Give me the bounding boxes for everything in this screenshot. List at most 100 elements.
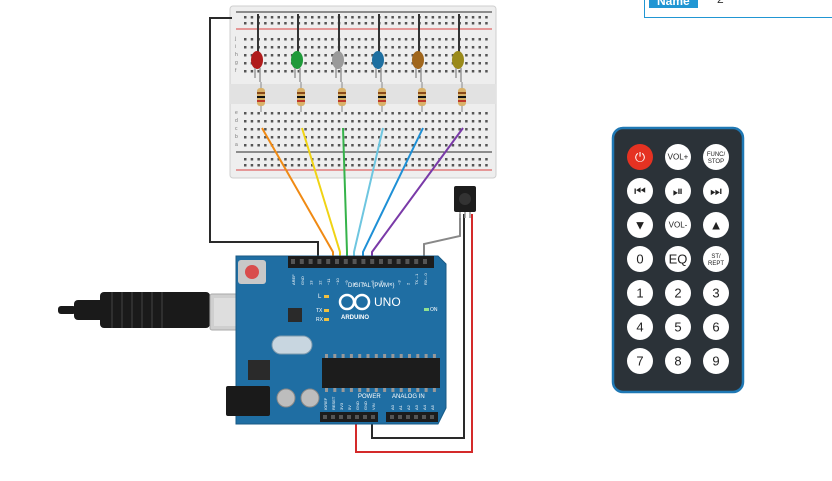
- ir-receiver[interactable]: [454, 186, 476, 218]
- row-letter: g: [235, 60, 238, 66]
- remote-button-3[interactable]: 3: [703, 280, 729, 306]
- led-2[interactable]: [291, 14, 303, 82]
- resistor-2[interactable]: [297, 82, 305, 112]
- digital-pin-label: ~3: [397, 280, 402, 285]
- remote-button-4[interactable]: 4: [627, 314, 653, 340]
- remote-button-vol-down[interactable]: VOL-: [665, 212, 691, 238]
- remote-button-7[interactable]: 7: [627, 348, 653, 374]
- remote-button-prev[interactable]: ⏮: [627, 178, 653, 204]
- remote-button-play-pause[interactable]: ⏯: [665, 178, 691, 204]
- resistor-1[interactable]: [257, 82, 265, 112]
- digital-pin-label: 12: [317, 280, 322, 285]
- resistor-5[interactable]: [418, 82, 426, 112]
- remote-button-label: 4: [636, 320, 643, 335]
- remote-button-vol-up[interactable]: VOL+: [665, 144, 691, 170]
- remote-button-2[interactable]: 2: [665, 280, 691, 306]
- remote-button-label: 5: [674, 320, 681, 335]
- analog-pin-label: A1: [398, 404, 403, 410]
- led-6[interactable]: [452, 14, 464, 82]
- led-rx-label: RX: [316, 317, 324, 323]
- remote-button-eq[interactable]: EQ: [665, 246, 691, 272]
- analog-pin-label: A2: [406, 404, 411, 410]
- remote-button-label: 3: [712, 286, 719, 301]
- remote-button-up[interactable]: ▲: [703, 212, 729, 238]
- analog-label: ANALOG IN: [392, 394, 425, 400]
- remote-button-5[interactable]: 5: [665, 314, 691, 340]
- remote-button-label: 7: [636, 354, 643, 369]
- row-letter: a: [235, 142, 238, 148]
- remote-button-label: EQ: [669, 252, 688, 267]
- usb-cable: [58, 292, 265, 331]
- arduino-brand: ARDUINO: [341, 315, 369, 321]
- analog-pin-label: A4: [422, 404, 427, 410]
- ir-remote[interactable]: ⏻ VOL+ FUNC/STOP ⏮ ⏯ ⏭ ▼ VOL- ▲ 0 EQ ST/REPT 1 2 3 4 5 6 7…: [611, 126, 745, 394]
- digital-pin-label: 13: [309, 280, 314, 285]
- led-3[interactable]: [332, 14, 344, 82]
- digital-header-label: DIGITAL (PWM~): [348, 283, 395, 289]
- name-label: Name: [649, 0, 698, 8]
- digital-pin-label: ~5: [379, 280, 384, 285]
- board-name: UNO: [374, 295, 401, 309]
- remote-button-8[interactable]: 8: [665, 348, 691, 374]
- remote-button-st-rept[interactable]: ST/REPT: [703, 246, 729, 272]
- power-pin-label: 3V3: [339, 402, 344, 410]
- power-pin-label: GND: [363, 401, 368, 410]
- ir-gnd-wire[interactable]: [371, 214, 465, 439]
- name-value[interactable]: 2: [717, 0, 724, 6]
- led-5[interactable]: [412, 14, 424, 82]
- digital-pin-label: ~10: [335, 277, 340, 285]
- power-pin-label: IOREF: [323, 397, 328, 410]
- digital-pin-label: ~6: [370, 280, 375, 285]
- led-4[interactable]: [372, 14, 384, 82]
- analog-pin-label: A5: [430, 404, 435, 410]
- led-1[interactable]: [251, 14, 263, 82]
- resistor-4[interactable]: [378, 82, 386, 112]
- digital-pin-label: GND: [300, 276, 305, 285]
- analog-header: [386, 412, 438, 422]
- remote-button-label: ⏭: [710, 184, 722, 199]
- digital-pin-label: 4: [388, 282, 393, 285]
- row-letter: b: [235, 134, 238, 140]
- row-letter: j: [234, 36, 236, 42]
- power-pin-label: GND: [355, 401, 360, 410]
- remote-button-next[interactable]: ⏭: [703, 178, 729, 204]
- analog-pin-label: A3: [414, 404, 419, 410]
- digital-pin-holes: [291, 259, 427, 264]
- row-letter: f: [235, 68, 237, 74]
- remote-button-label: 1: [636, 286, 643, 301]
- remote-button-func-stop[interactable]: FUNC/STOP: [703, 144, 729, 170]
- reset-button[interactable]: [245, 265, 259, 279]
- ir-vcc-wire[interactable]: [355, 214, 473, 453]
- remote-button-label: 2: [674, 286, 681, 301]
- power-pin-label: RESET: [331, 396, 336, 410]
- atmega-chip: [322, 358, 440, 388]
- remote-button-0[interactable]: 0: [627, 246, 653, 272]
- remote-button-power[interactable]: ⏻: [627, 144, 653, 170]
- properties-name-field[interactable]: Name 2: [644, 0, 832, 18]
- remote-button-label: 8: [674, 354, 681, 369]
- remote-button-down[interactable]: ▼: [627, 212, 653, 238]
- remote-button-label: ⏮: [634, 184, 646, 199]
- led-group[interactable]: [251, 14, 466, 112]
- remote-button-label: VOL+: [668, 153, 689, 162]
- power-pin-label: VIN: [371, 403, 376, 410]
- remote-button-6[interactable]: 6: [703, 314, 729, 340]
- remote-button-9[interactable]: 9: [703, 348, 729, 374]
- resistor-3[interactable]: [338, 82, 346, 112]
- remote-button-label: ▲: [710, 218, 723, 233]
- resistor-6[interactable]: [458, 82, 466, 112]
- ground-wire[interactable]: [209, 17, 319, 262]
- digital-pin-label: 7: [361, 282, 366, 285]
- ir-signal-wire[interactable]: [423, 214, 461, 262]
- digital-pin-label: ~11: [326, 278, 331, 285]
- digital-pin-label: 8: [353, 282, 358, 285]
- row-letter: d: [235, 118, 238, 124]
- remote-button-label: VOL-: [669, 221, 688, 230]
- row-letter: e: [235, 110, 238, 116]
- remote-button-1[interactable]: 1: [627, 280, 653, 306]
